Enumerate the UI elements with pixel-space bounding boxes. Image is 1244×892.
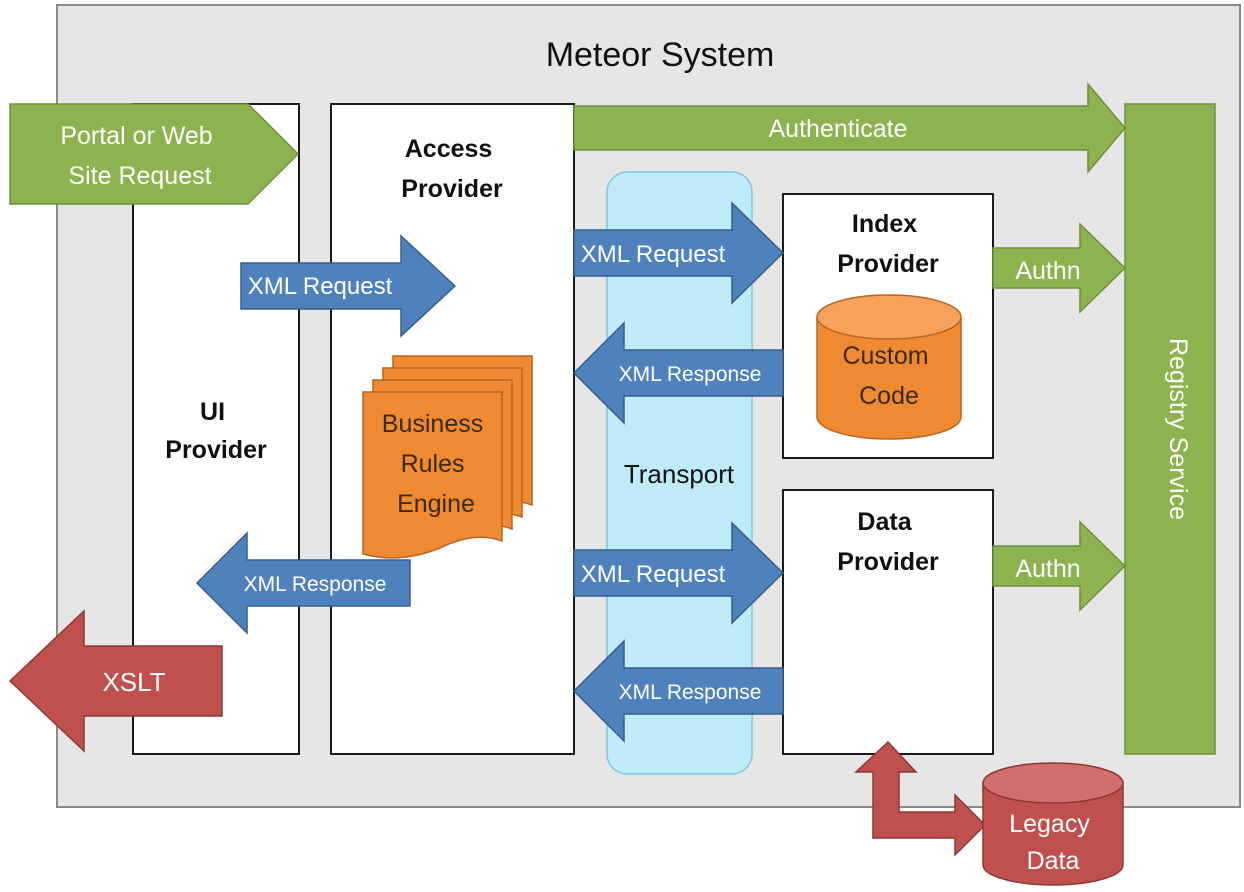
legacy-data-label: Legacy Data: [1009, 810, 1097, 875]
ui-xml-request-label: XML Request: [248, 273, 393, 300]
business-rules-doc-0: [362, 391, 503, 559]
xslt-arrow: [8, 609, 223, 753]
data-provider-box: [782, 489, 994, 755]
business-rules-label: Business Rules Engine: [382, 410, 490, 518]
data-xml-request-arrow: [573, 521, 785, 625]
access-provider-label: Access Provider: [401, 135, 503, 203]
system-title: Meteor System: [546, 36, 775, 74]
index-xml-request-arrow: [573, 201, 785, 305]
data-provider-label: Data Provider: [837, 508, 939, 576]
index-xml-response-arrow: [572, 321, 784, 425]
ui-xml-response-label: XML Response: [244, 573, 387, 596]
ui-xml-request-arrow: [240, 234, 457, 338]
index-provider-label: Index Provider: [837, 210, 939, 278]
legacy-data-cylinder-top: [982, 762, 1124, 804]
registry-service-bar: [1124, 103, 1216, 755]
data-authn-arrow: [992, 520, 1127, 612]
transport-band: [606, 171, 753, 775]
authenticate-arrow: [573, 81, 1126, 175]
data-xml-response-label: XML Response: [619, 681, 762, 704]
data-authn-label: Authn: [1015, 555, 1080, 583]
custom-code-label: Custom Code: [842, 342, 935, 410]
authenticate-label: Authenticate: [769, 115, 908, 143]
registry-service-label: Registry Service: [1164, 338, 1192, 520]
index-xml-request-label: XML Request: [581, 241, 726, 268]
custom-code-cylinder-top: [816, 294, 962, 340]
legacy-data-cylinder: [982, 783, 1124, 886]
data-xml-request-label: XML Request: [581, 561, 726, 588]
data-xml-response-arrow: [572, 639, 784, 743]
index-authn-label: Authn: [1015, 257, 1080, 285]
xslt-label: XSLT: [102, 667, 165, 697]
custom-code-cylinder: [816, 317, 962, 440]
ui-provider-label: UI Provider: [165, 398, 267, 464]
index-xml-response-label: XML Response: [619, 363, 762, 386]
transport-label: Transport: [624, 459, 735, 489]
portal-request-arrow: [9, 103, 300, 205]
portal-request-label: Portal or Web Site Request: [60, 122, 219, 190]
index-authn-arrow: [992, 222, 1127, 314]
ui-xml-response-arrow: [195, 531, 411, 635]
